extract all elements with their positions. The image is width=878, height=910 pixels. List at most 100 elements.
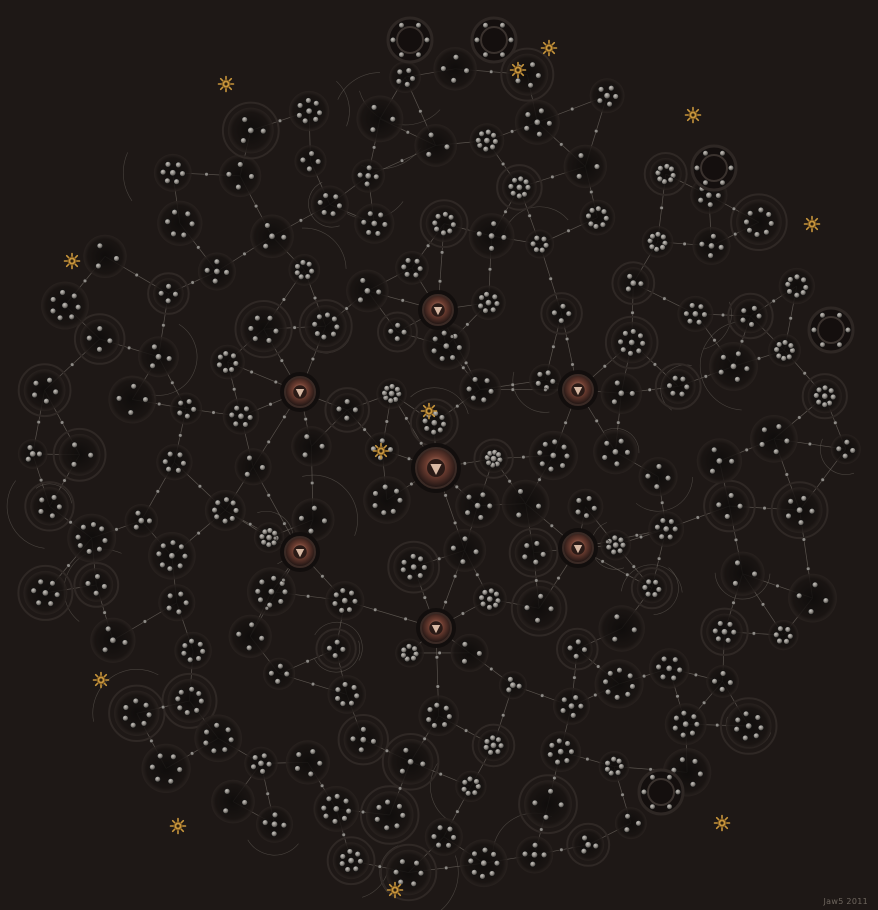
skill-cluster[interactable]	[600, 372, 642, 414]
skill-cluster[interactable]	[459, 839, 508, 888]
passive-node-icon[interactable]	[647, 387, 652, 392]
passive-node-icon[interactable]	[836, 312, 843, 319]
passive-node-icon[interactable]	[465, 322, 470, 327]
passive-node-icon[interactable]	[843, 439, 851, 446]
passive-node-icon[interactable]	[707, 201, 714, 208]
passive-node-icon[interactable]	[625, 285, 632, 293]
passive-node-icon[interactable]	[434, 655, 440, 660]
passive-node-icon[interactable]	[495, 736, 502, 743]
gold-sun-icon[interactable]	[803, 215, 821, 233]
passive-node-icon[interactable]	[567, 702, 575, 710]
passive-node-icon[interactable]	[739, 339, 745, 344]
passive-node-icon[interactable]	[691, 758, 699, 765]
passive-node-icon[interactable]	[744, 447, 749, 453]
skill-cluster[interactable]	[247, 567, 296, 617]
passive-node-icon[interactable]	[359, 736, 367, 744]
passive-node-icon[interactable]	[197, 641, 204, 648]
passive-node-icon[interactable]	[701, 311, 708, 318]
passive-node-icon[interactable]	[614, 769, 622, 776]
passive-node-icon[interactable]	[476, 650, 483, 657]
passive-node-icon[interactable]	[190, 751, 195, 756]
passive-node-icon[interactable]	[242, 421, 249, 428]
passive-node-icon[interactable]	[271, 529, 278, 537]
passive-node-icon[interactable]	[196, 530, 201, 536]
passive-node-icon[interactable]	[756, 356, 762, 361]
passive-node-icon[interactable]	[800, 495, 807, 502]
passive-node-icon[interactable]	[132, 697, 140, 705]
passive-node-icon[interactable]	[176, 451, 184, 459]
passive-node-icon[interactable]	[521, 850, 529, 858]
passive-node-icon[interactable]	[554, 758, 561, 766]
passive-node-icon[interactable]	[178, 433, 183, 438]
passive-node-icon[interactable]	[447, 214, 455, 221]
passive-node-icon[interactable]	[85, 548, 93, 555]
skill-cluster[interactable]	[508, 527, 559, 578]
passive-node-icon[interactable]	[242, 251, 247, 256]
passive-node-icon[interactable]	[763, 229, 770, 236]
passive-node-icon[interactable]	[216, 361, 223, 369]
passive-node-icon[interactable]	[314, 330, 321, 337]
passive-node-icon[interactable]	[431, 722, 438, 729]
passive-node-icon[interactable]	[419, 441, 424, 446]
passive-node-icon[interactable]	[499, 51, 506, 58]
passive-node-icon[interactable]	[190, 406, 197, 413]
passive-node-icon[interactable]	[489, 734, 496, 742]
skill-cluster[interactable]	[90, 617, 136, 663]
passive-node-icon[interactable]	[404, 257, 412, 264]
passive-node-icon[interactable]	[635, 347, 642, 355]
passive-node-icon[interactable]	[666, 382, 673, 389]
skill-cluster[interactable]	[354, 203, 395, 244]
passive-node-icon[interactable]	[71, 441, 78, 449]
passive-node-icon[interactable]	[360, 219, 367, 226]
passive-node-icon[interactable]	[298, 515, 305, 522]
class-start-icon[interactable]	[280, 372, 320, 412]
passive-node-icon[interactable]	[430, 429, 437, 436]
passive-node-icon[interactable]	[807, 441, 813, 447]
passive-node-icon[interactable]	[570, 362, 575, 367]
passive-node-icon[interactable]	[546, 120, 553, 127]
passive-node-icon[interactable]	[426, 706, 434, 713]
passive-node-icon[interactable]	[733, 725, 740, 733]
passive-node-icon[interactable]	[485, 128, 492, 136]
passive-node-icon[interactable]	[456, 344, 463, 351]
passive-node-icon[interactable]	[648, 243, 656, 251]
passive-node-icon[interactable]	[59, 289, 66, 296]
passive-node-icon[interactable]	[715, 722, 720, 728]
skill-cluster[interactable]	[244, 746, 278, 781]
passive-node-icon[interactable]	[59, 420, 65, 425]
passive-node-icon[interactable]	[478, 594, 485, 601]
passive-node-icon[interactable]	[174, 695, 182, 703]
passive-node-icon[interactable]	[608, 84, 615, 92]
passive-node-icon[interactable]	[252, 335, 259, 342]
skill-cluster[interactable]	[356, 95, 404, 143]
passive-node-icon[interactable]	[324, 311, 331, 319]
passive-node-icon[interactable]	[92, 589, 100, 597]
passive-node-icon[interactable]	[295, 751, 302, 758]
passive-node-icon[interactable]	[343, 414, 350, 422]
passive-node-icon[interactable]	[472, 548, 480, 555]
passive-node-icon[interactable]	[660, 233, 667, 241]
passive-node-icon[interactable]	[426, 243, 431, 248]
passive-node-icon[interactable]	[669, 390, 677, 397]
passive-node-icon[interactable]	[627, 350, 634, 357]
passive-node-icon[interactable]	[317, 199, 324, 206]
passive-node-icon[interactable]	[802, 371, 807, 376]
class-start-icon[interactable]	[411, 443, 461, 493]
passive-node-icon[interactable]	[294, 269, 301, 276]
passive-node-icon[interactable]	[241, 799, 248, 806]
passive-node-icon[interactable]	[450, 77, 457, 84]
passive-node-icon[interactable]	[164, 177, 171, 185]
skill-cluster[interactable]	[720, 551, 765, 596]
passive-node-icon[interactable]	[398, 22, 405, 29]
passive-node-icon[interactable]	[773, 631, 780, 638]
passive-node-icon[interactable]	[743, 365, 751, 372]
passive-node-icon[interactable]	[370, 104, 378, 111]
passive-node-icon[interactable]	[221, 746, 229, 753]
skill-cluster[interactable]	[677, 295, 714, 332]
skill-cluster[interactable]	[194, 714, 242, 763]
passive-node-icon[interactable]	[507, 183, 515, 190]
passive-node-icon[interactable]	[162, 458, 169, 465]
passive-node-icon[interactable]	[486, 595, 494, 603]
passive-node-icon[interactable]	[483, 377, 491, 384]
passive-node-icon[interactable]	[757, 724, 765, 731]
